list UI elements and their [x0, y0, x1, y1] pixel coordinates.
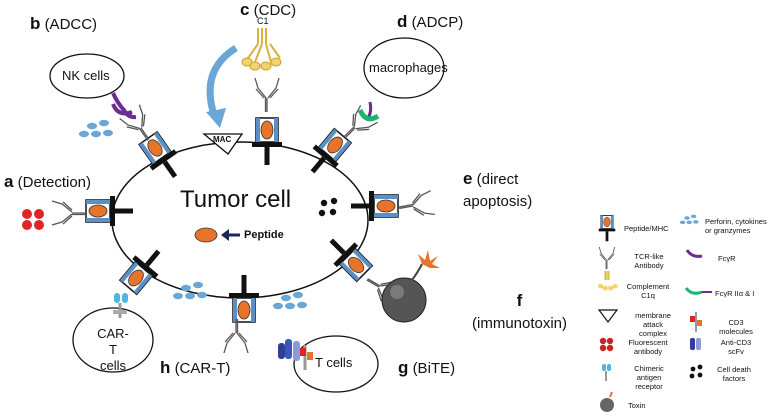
- peptide-icon: [194, 227, 218, 243]
- cart-cells-label: CAR-T cells: [97, 326, 129, 373]
- cd3-bite-icon: [278, 339, 313, 370]
- legend-death-factors: Cell death factors: [717, 365, 751, 383]
- ab-bottom: [223, 318, 249, 354]
- cdc-curved-arrow: [206, 45, 238, 117]
- legend-c1q: Complement C1q: [626, 282, 670, 300]
- legend-fluor-ab: Fluorescent antibody: [628, 338, 668, 356]
- legend-perforin: Perforin, cytokines or granzymes: [705, 217, 767, 235]
- legend-fcgr2: FcγR IIα & I: [715, 289, 755, 298]
- label-h: h (CAR-T): [160, 358, 231, 377]
- ab-left: [51, 200, 87, 226]
- label-c: c (CDC): [240, 0, 297, 19]
- mac-triangle-icon: [202, 133, 244, 155]
- legend-toxin: Toxin: [628, 401, 646, 410]
- legend-car: Chimeric antigen receptor: [634, 364, 664, 391]
- fcgr-green-icon: [366, 101, 373, 119]
- legend-fcgr: FcγR: [718, 254, 736, 263]
- tumor-cell-title: Tumor cell: [180, 186, 292, 213]
- t-cell: [293, 335, 379, 393]
- mac-complex-label: MAC: [213, 135, 232, 144]
- cart-cell: [72, 307, 154, 373]
- car-icon: [113, 293, 128, 318]
- legend-mac: membrane attack complex: [635, 311, 671, 338]
- death-factors-icon: [318, 197, 338, 217]
- label-g: g (BiTE): [398, 358, 456, 377]
- peptide-label: Peptide: [244, 229, 284, 241]
- macrophages-label: macrophages: [369, 60, 448, 75]
- label-f: f(immunotoxin): [472, 291, 568, 332]
- toxin-spark-icon: [418, 250, 440, 268]
- label-b: b (ADCC): [30, 14, 98, 33]
- legend-icons: [597, 214, 712, 412]
- c1q-label: C1: [257, 16, 269, 26]
- fluorescent-dots-icon: [22, 209, 44, 230]
- toxin-bomb-icon: [381, 277, 427, 323]
- nk-cell: [49, 53, 125, 99]
- perforin-dots-b: [79, 119, 113, 138]
- fcgr-purple-icon: [111, 92, 137, 120]
- legend-anti-cd3: Anti-CD3 scFv: [720, 338, 752, 356]
- label-d: d (ADCP): [397, 12, 464, 31]
- legend-tcr-antibody: TCR-like Antibody: [634, 252, 664, 270]
- ab-top: [254, 77, 280, 113]
- macrophage-cell: [363, 37, 445, 99]
- legend-peptide-mhc: Peptide/MHC: [624, 224, 669, 233]
- c1q-icon: [241, 28, 282, 71]
- nk-cells-label: NK cells: [62, 68, 110, 83]
- t-cells-label: T cells: [315, 355, 353, 370]
- ab-right: [396, 190, 436, 221]
- legend-cd3: CD3 molecules: [719, 318, 753, 336]
- label-a: a (Detection): [4, 172, 91, 191]
